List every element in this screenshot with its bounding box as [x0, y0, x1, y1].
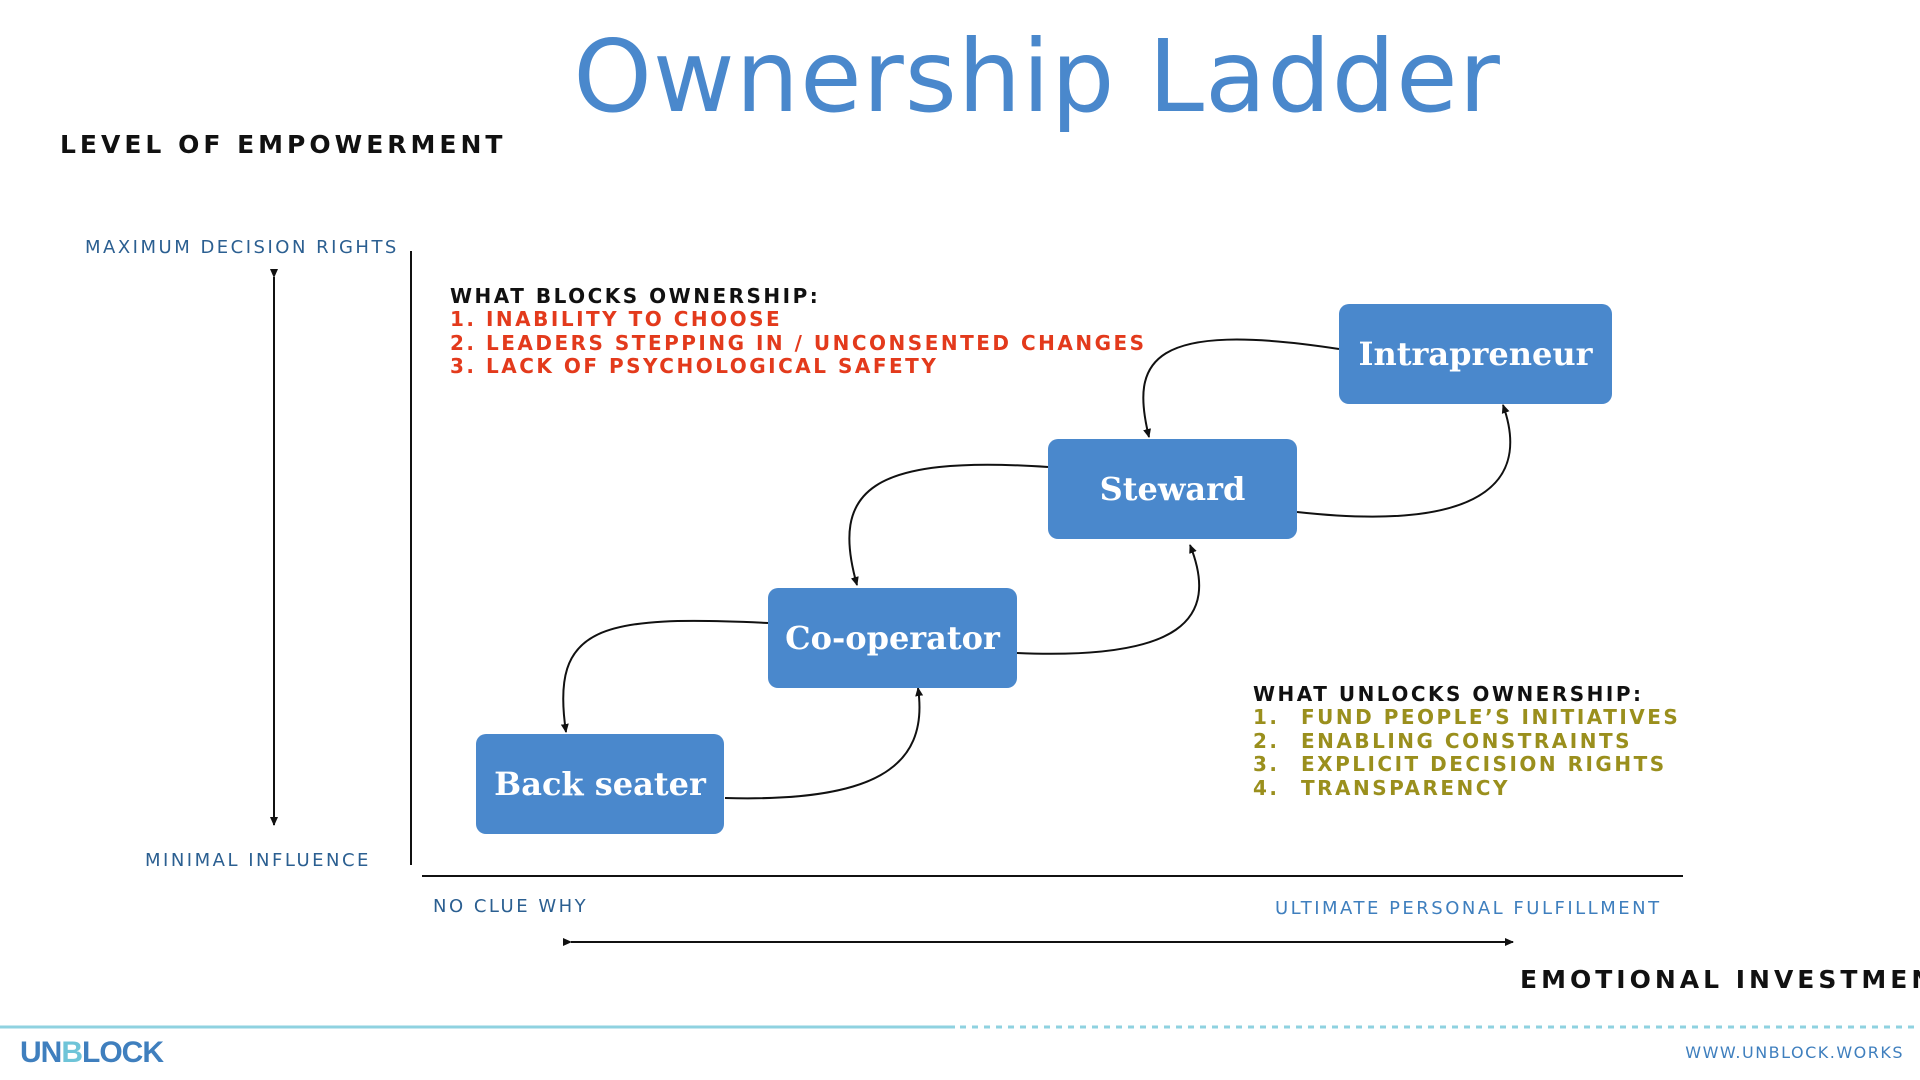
website-link[interactable]: WWW.UNBLOCK.WORKS: [1685, 1043, 1904, 1062]
x-axis-left-label: NO CLUE WHY: [433, 896, 589, 917]
blocks-ownership-list: WHAT BLOCKS OWNERSHIP: 1. INABILITY TO C…: [450, 284, 1147, 379]
step-steward: Steward: [1048, 439, 1297, 539]
connector-up-2: [1016, 544, 1201, 655]
connector-down-3: [1142, 338, 1340, 438]
list-item: 3.EXPLICIT DECISION RIGHTS: [1253, 752, 1667, 776]
y-axis-title: LEVEL OF EMPOWERMENT: [60, 130, 507, 159]
y-axis-bottom-label: MINIMAL INFLUENCE: [145, 850, 371, 871]
list-item: 2. LEADERS STEPPING IN / UNCONSENTED CHA…: [450, 330, 1147, 355]
connector-down-1: [560, 619, 769, 733]
unblock-logo: UNBLOCK: [20, 1036, 164, 1069]
page-title: Ownership Ladder: [573, 18, 1501, 135]
blocks-heading: WHAT BLOCKS OWNERSHIP:: [450, 284, 821, 308]
step-intrapreneur: Intrapreneur: [1339, 304, 1612, 404]
unlocks-ownership-list: WHAT UNLOCKS OWNERSHIP: 1.FUND PEOPLE’S …: [1253, 682, 1680, 800]
x-axis-title: EMOTIONAL INVESTMENT: [1520, 965, 1920, 994]
step-back-seater: Back seater: [476, 734, 724, 834]
unlocks-heading: WHAT UNLOCKS OWNERSHIP:: [1253, 682, 1644, 706]
list-item: 2.ENABLING CONSTRAINTS: [1253, 728, 1632, 753]
connector-up-1: [724, 687, 924, 800]
x-axis-right-label: ULTIMATE PERSONAL FULFILLMENT: [1275, 898, 1662, 919]
connector-up-3: [1296, 404, 1512, 518]
y-axis-top-label: MAXIMUM DECISION RIGHTS: [85, 237, 399, 258]
list-item: 3. LACK OF PSYCHOLOGICAL SAFETY: [450, 354, 939, 378]
connector-down-2: [848, 463, 1049, 586]
list-item: 1. INABILITY TO CHOOSE: [450, 307, 783, 331]
list-item: 4.TRANSPARENCY: [1253, 775, 1510, 800]
list-item: 1.FUND PEOPLE’S INITIATIVES: [1253, 705, 1681, 729]
step-co-operator: Co-operator: [768, 588, 1017, 688]
